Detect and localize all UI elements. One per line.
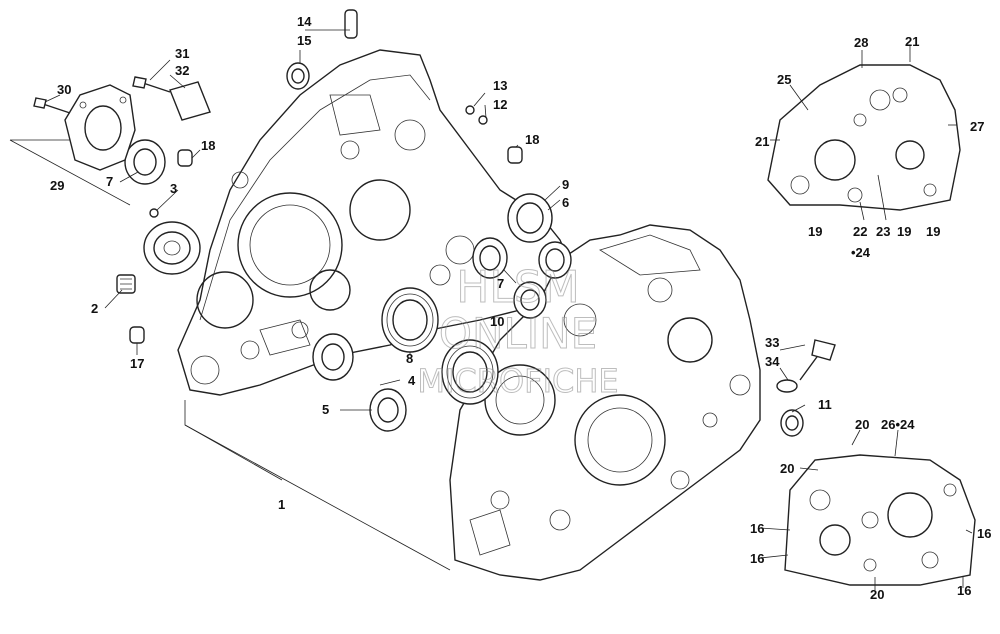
callout-26-24: 26•24 (881, 417, 915, 432)
watermark-line-3: MICROFICHE (417, 362, 618, 400)
callout-21-left: 21 (755, 134, 769, 149)
dipstick-33 (799, 339, 836, 381)
dowel-pin-17 (129, 326, 145, 344)
bearing-5-upper (312, 333, 354, 381)
callout-labels: 1 2 3 4 5 6 7 7 8 9 10 11 12 13 14 15 16… (50, 14, 991, 602)
dowel-pin-14 (344, 9, 358, 39)
callout-12: 12 (493, 97, 507, 112)
callout-20-b: 20 (780, 461, 794, 476)
callout-7-right: 7 (497, 276, 504, 291)
dowel-pin-18-left (177, 149, 193, 167)
callout-23: 23 (876, 224, 890, 239)
callout-24: •24 (851, 245, 871, 260)
callout-30: 30 (57, 82, 71, 97)
bearing-6 (538, 241, 572, 279)
callout-18-left: 18 (201, 138, 215, 153)
callout-18-right: 18 (525, 132, 539, 147)
bolt-12 (478, 115, 488, 125)
watermark-line-2: ONLINE (439, 309, 597, 358)
callout-20-a: 20 (855, 417, 869, 432)
leader-lines (9, 29, 973, 590)
bearing-9 (507, 193, 553, 243)
callout-28: 28 (854, 35, 868, 50)
oil-pump-housing (64, 84, 136, 171)
left-crankcase-half (177, 49, 576, 396)
bolt-31 (132, 76, 171, 93)
shaft-32 (169, 81, 211, 121)
watermark-line-1: HLSM (456, 262, 580, 313)
callout-5: 5 (322, 402, 329, 417)
callout-14: 14 (297, 14, 312, 29)
plug-2 (116, 274, 136, 294)
callout-17: 17 (130, 356, 144, 371)
callout-27: 27 (970, 119, 984, 134)
callout-33: 33 (765, 335, 779, 350)
callout-19-c: 19 (926, 224, 940, 239)
inset-case-bottom (784, 454, 976, 586)
bearing-10 (513, 281, 547, 319)
bearing-7-left (124, 139, 166, 185)
o-ring-34 (776, 379, 798, 393)
callout-32: 32 (175, 63, 189, 78)
callout-2: 2 (91, 301, 98, 316)
callout-31: 31 (175, 46, 189, 61)
callout-16-a: 16 (750, 521, 764, 536)
bearing-7-right (472, 237, 508, 279)
callout-29: 29 (50, 178, 64, 193)
callout-13: 13 (493, 78, 507, 93)
callout-16-b: 16 (750, 551, 764, 566)
oil-seal-11 (780, 409, 804, 437)
callout-11: 11 (818, 397, 832, 412)
oil-seal-15 (286, 62, 310, 90)
callout-8: 8 (406, 351, 413, 366)
inset-case-top (767, 64, 961, 211)
callout-25: 25 (777, 72, 791, 87)
bearing-4 (441, 339, 499, 405)
dowel-pin-18-right (507, 146, 523, 164)
callout-3: 3 (170, 181, 177, 196)
callout-7-left: 7 (106, 174, 113, 189)
bearing-8 (381, 287, 439, 353)
watermark: HLSM ONLINE MICROFICHE (417, 262, 619, 401)
washer-13 (465, 105, 475, 115)
callout-34: 34 (765, 354, 780, 369)
callout-19-a: 19 (808, 224, 822, 239)
callout-16-d: 16 (957, 583, 971, 598)
callout-22: 22 (853, 224, 867, 239)
bearing-5-lower (369, 388, 407, 432)
callout-4: 4 (408, 373, 416, 388)
callout-9: 9 (562, 177, 569, 192)
callout-10: 10 (490, 314, 504, 329)
callout-6: 6 (562, 195, 569, 210)
callout-19-b: 19 (897, 224, 911, 239)
oil-filter-cover (143, 221, 201, 275)
callout-20-c: 20 (870, 587, 884, 602)
bolt-30 (33, 97, 71, 114)
bolt-3 (149, 208, 159, 218)
callout-15: 15 (297, 33, 311, 48)
callout-1: 1 (278, 497, 285, 512)
callout-16-c: 16 (977, 526, 991, 541)
callout-21-top: 21 (905, 34, 919, 49)
